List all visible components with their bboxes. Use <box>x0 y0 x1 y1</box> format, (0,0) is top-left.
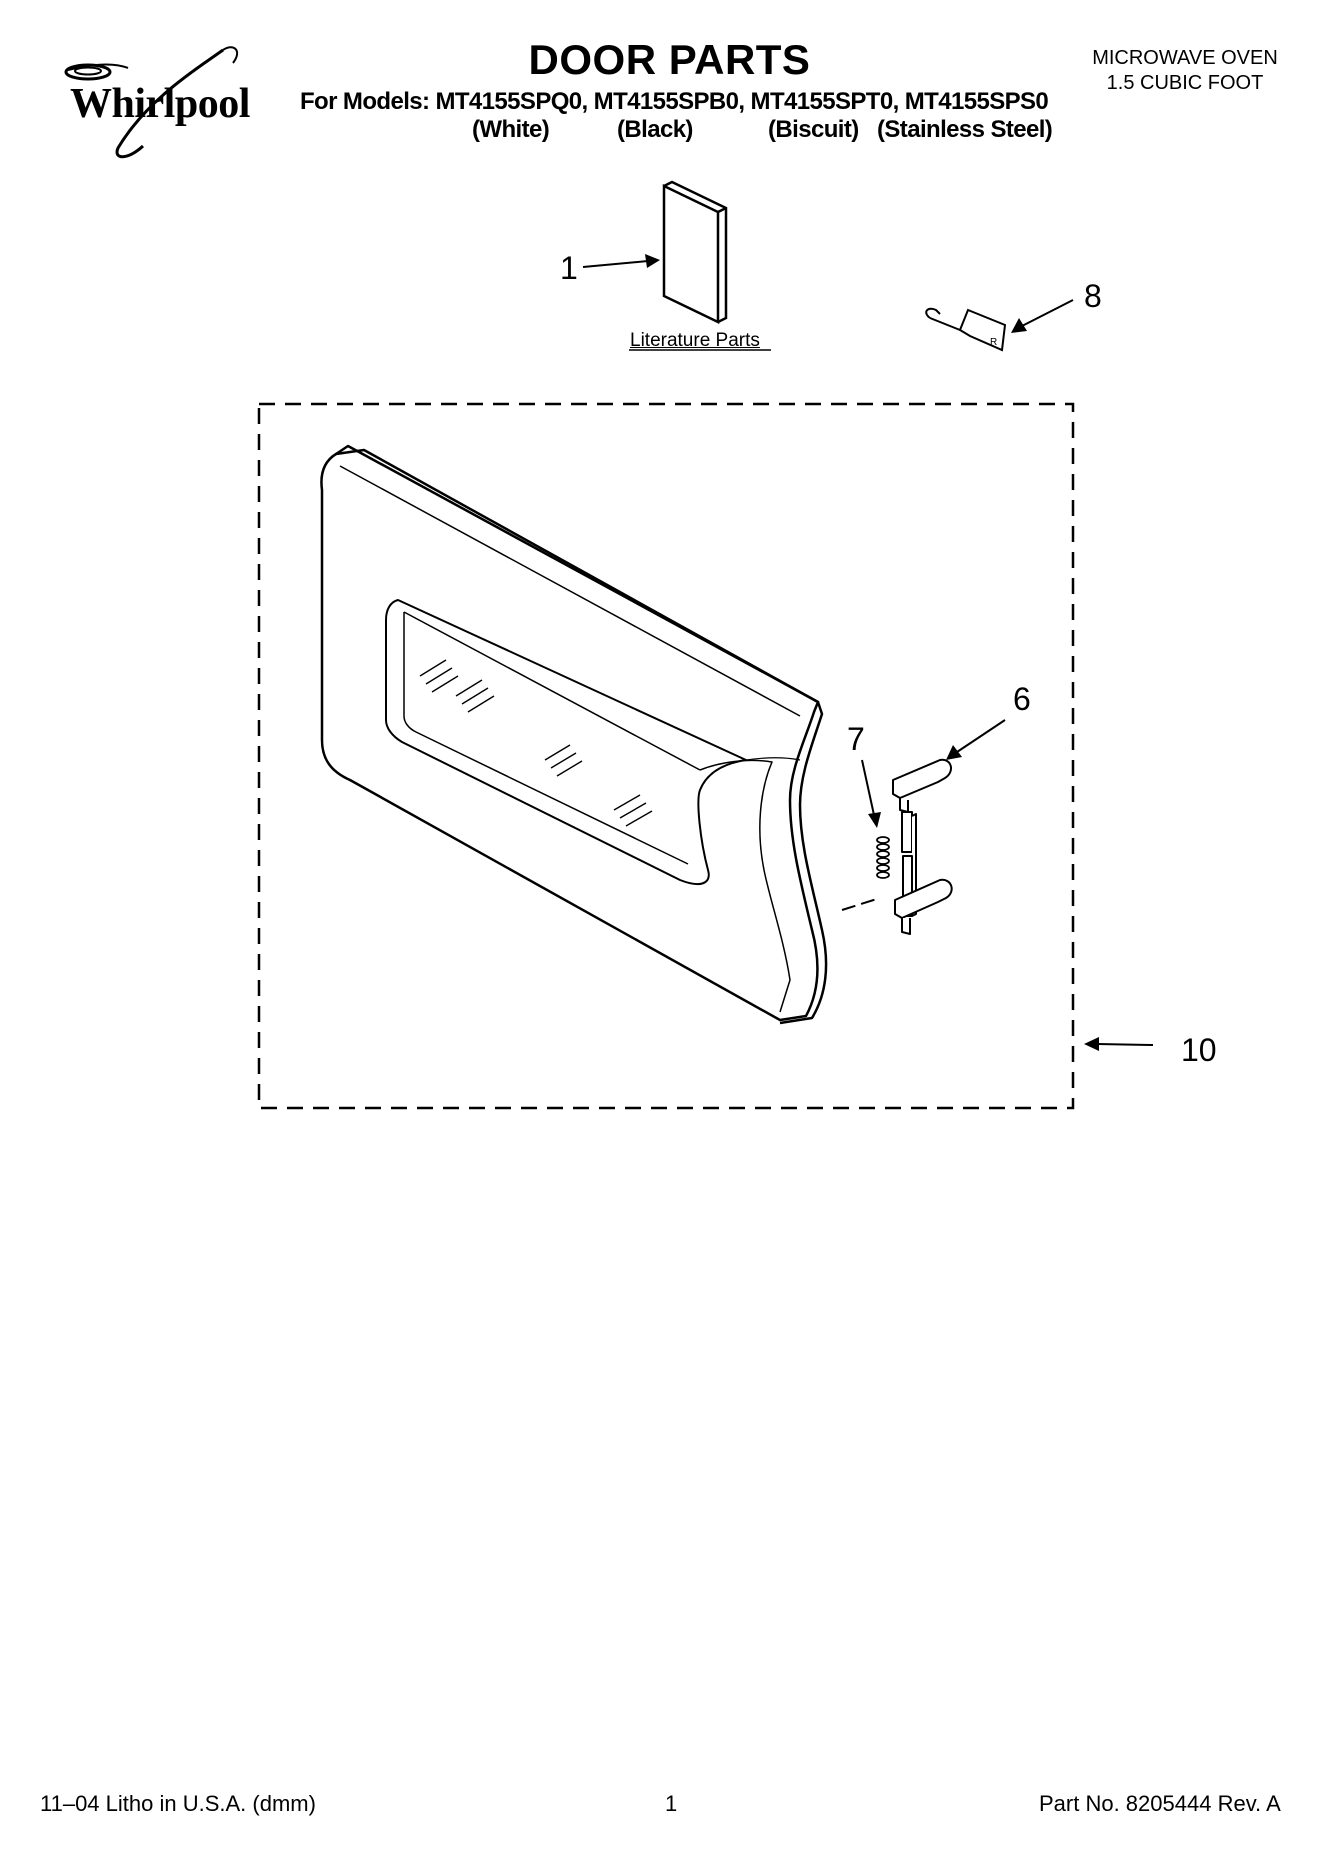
bracket-drawing: R <box>925 307 1007 352</box>
finish-biscuit: (Biscuit) <box>768 116 859 143</box>
callout-number-1: 1 <box>560 250 578 286</box>
door-drawing <box>320 444 828 1025</box>
page-number: 1 <box>665 1791 678 1816</box>
arrow-callout-1 <box>582 254 660 268</box>
svg-text:R: R <box>990 337 997 348</box>
brand-wordmark: Whirlpool <box>70 81 250 127</box>
whirlpool-logo: Whirlpool <box>48 38 288 168</box>
latch-drawing <box>892 758 953 935</box>
finish-black: (Black) <box>617 116 693 143</box>
latch-assembly-dashline <box>841 897 881 911</box>
callout-number-6: 6 <box>1013 681 1031 717</box>
arrow-callout-7 <box>861 759 881 828</box>
arrow-callout-6 <box>946 719 1006 760</box>
product-size: 1.5 CUBIC FOOT <box>1106 72 1264 94</box>
literature-parts-link[interactable]: Literature Parts <box>630 330 760 351</box>
models-line: For Models: MT4155SPQ0, MT4155SPB0, MT41… <box>300 88 1049 115</box>
footer-part-number: Part No. 8205444 Rev. A <box>1039 1791 1281 1816</box>
finish-white: (White) <box>472 116 550 143</box>
arrow-callout-8 <box>1011 299 1074 333</box>
literature-booklet-drawing <box>662 180 728 324</box>
door-assembly-boundary <box>257 402 1075 1110</box>
page-title: DOOR PARTS <box>528 36 811 83</box>
callout-number-10: 10 <box>1181 1032 1217 1068</box>
callout-number-8: 8 <box>1084 278 1102 314</box>
footer-litho: 11–04 Litho in U.S.A. (dmm) <box>40 1791 316 1816</box>
callout-number-7: 7 <box>847 721 865 757</box>
glass-reflection-marks <box>419 659 653 827</box>
finish-stainless: (Stainless Steel) <box>877 116 1053 143</box>
arrow-callout-10 <box>1084 1037 1154 1051</box>
logo-swirl-graphic <box>64 46 239 159</box>
product-type: MICROWAVE OVEN <box>1092 47 1278 69</box>
spring-drawing <box>876 836 890 879</box>
